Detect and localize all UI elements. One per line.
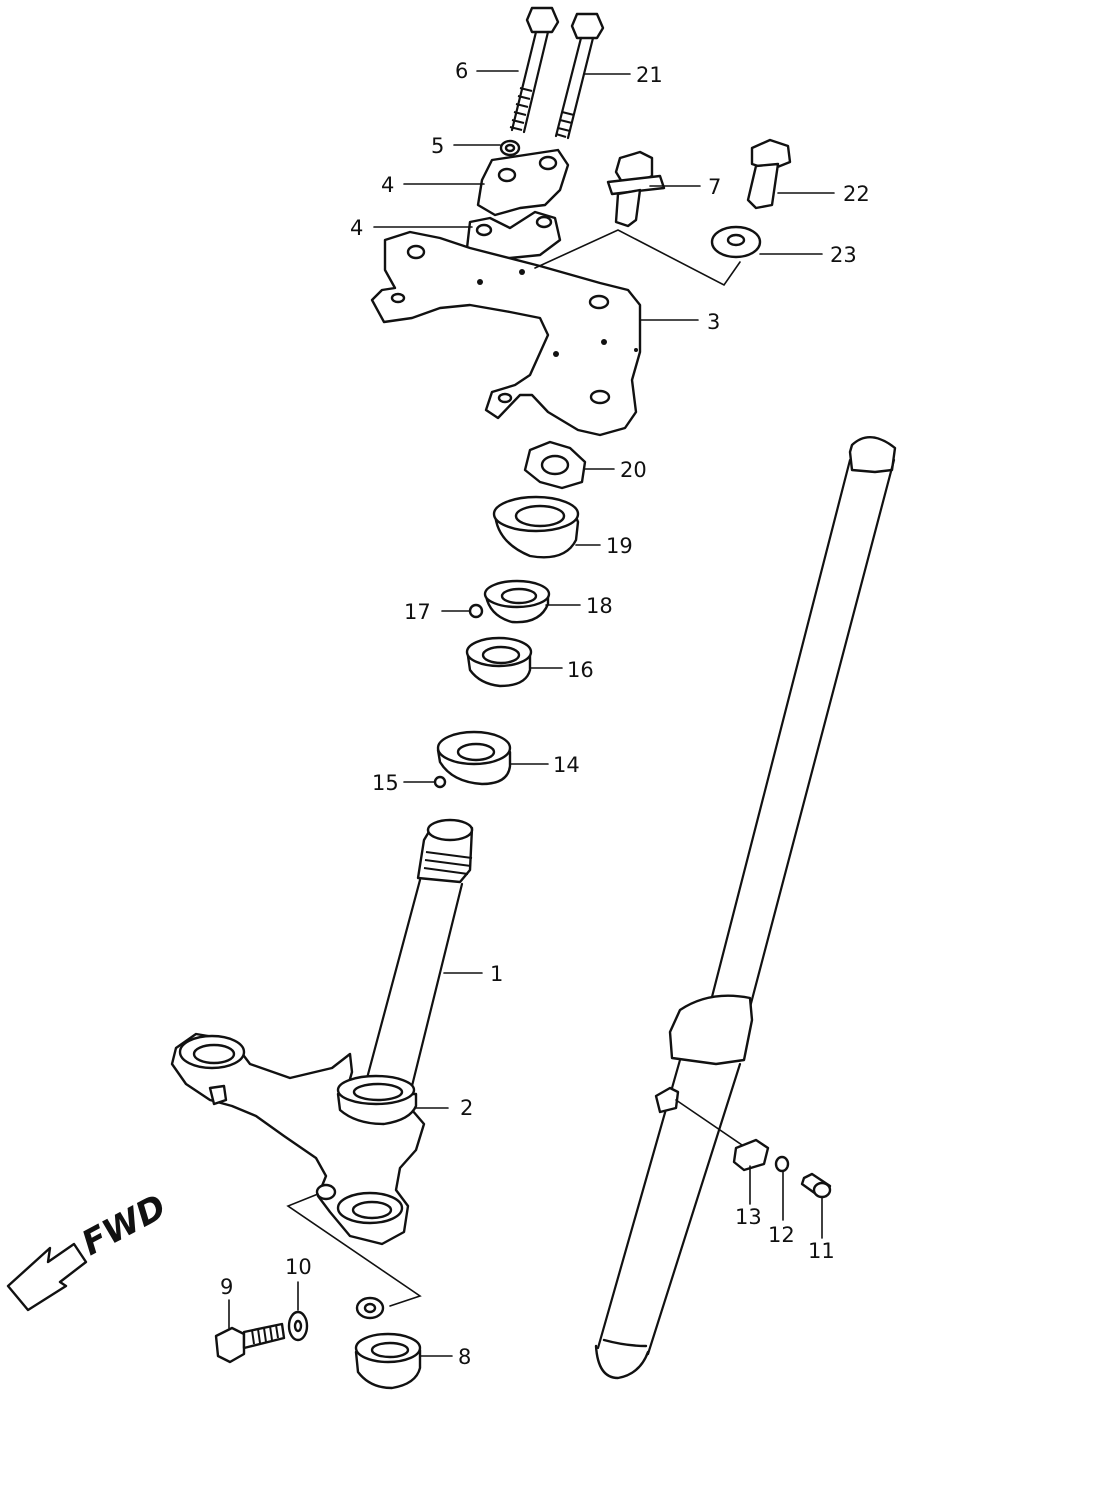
callout-8: 8 xyxy=(458,1345,471,1369)
part-4-upper-holder xyxy=(476,148,570,217)
callout-22: 22 xyxy=(843,182,870,206)
fwd-label: FWD xyxy=(75,1187,172,1264)
part-7-bolt xyxy=(606,150,666,228)
part-11-screw xyxy=(800,1172,832,1199)
part-1-steering-stem xyxy=(170,818,474,1246)
part-5-washer xyxy=(499,139,521,157)
callout-13: 13 xyxy=(735,1205,762,1229)
part-10-washer xyxy=(287,1310,309,1342)
fork-leg xyxy=(594,436,897,1380)
part-14-race xyxy=(436,730,512,786)
part-4-lower-holder xyxy=(465,210,562,264)
part-9-bolt xyxy=(214,1322,286,1364)
callout-4-lower: 4 xyxy=(350,216,363,240)
clamp-assembly-lines xyxy=(286,1193,422,1307)
callout-20: 20 xyxy=(620,458,647,482)
part-18-race xyxy=(483,579,551,624)
part-22-bolt xyxy=(746,138,792,210)
callout-labels: 6 21 5 4 4 7 22 23 3 20 19 18 17 16 14 1… xyxy=(220,59,870,1369)
callout-6: 6 xyxy=(455,59,468,83)
forward-direction-indicator: FWD xyxy=(6,1187,173,1312)
callout-16: 16 xyxy=(567,658,594,682)
callout-2: 2 xyxy=(460,1096,473,1120)
callout-19: 19 xyxy=(606,534,633,558)
part-6-bolt xyxy=(509,6,560,134)
callout-7: 7 xyxy=(708,175,721,199)
part-3-upper-bracket xyxy=(370,230,642,437)
callout-9: 9 xyxy=(220,1275,233,1299)
leader-lines xyxy=(228,70,835,1357)
part-21-bolt xyxy=(554,12,605,140)
callout-11: 11 xyxy=(808,1239,835,1263)
callout-10: 10 xyxy=(285,1255,312,1279)
callout-4-upper: 4 xyxy=(381,173,394,197)
forward-arrow-icon xyxy=(6,1242,88,1312)
part-13-clamp xyxy=(675,1099,770,1172)
part-20-nut xyxy=(523,440,587,490)
callout-17: 17 xyxy=(404,600,431,624)
callout-15: 15 xyxy=(372,771,399,795)
part-19-seal xyxy=(492,495,580,559)
callout-12: 12 xyxy=(768,1223,795,1247)
callout-5: 5 xyxy=(431,134,444,158)
callout-23: 23 xyxy=(830,243,857,267)
callout-21: 21 xyxy=(636,63,663,87)
callout-14: 14 xyxy=(553,753,580,777)
part-17-ball xyxy=(468,603,484,619)
part-12-washer xyxy=(774,1155,790,1173)
callout-18: 18 xyxy=(586,594,613,618)
assembly-guide-line xyxy=(534,229,741,287)
callout-3: 3 xyxy=(707,310,720,334)
part-8-grommet xyxy=(354,1296,422,1390)
part-15-ball xyxy=(433,775,447,789)
part-23-washer xyxy=(710,225,762,259)
callout-1: 1 xyxy=(490,962,503,986)
part-2-bearing xyxy=(336,1074,418,1126)
part-16-bearing xyxy=(465,636,533,688)
